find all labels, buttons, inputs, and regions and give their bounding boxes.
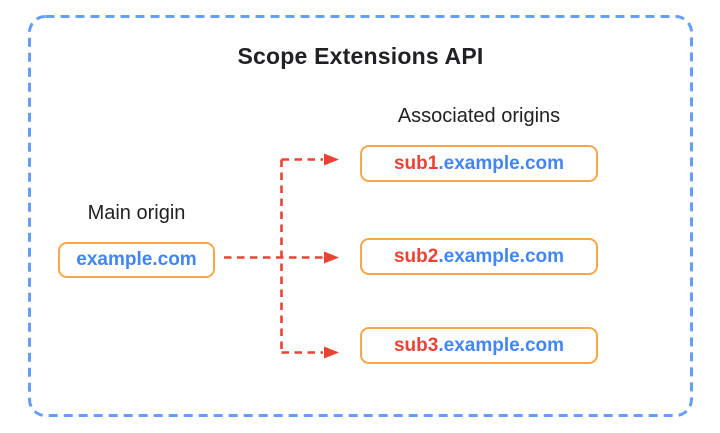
diagram-title: Scope Extensions API: [237, 43, 484, 69]
arrowhead-bottom-icon: [324, 346, 339, 359]
associated-origins-label: Associated origins: [397, 105, 561, 127]
arrowhead-top-icon: [324, 153, 339, 166]
associated-origin-box-sub2: sub2.example.com: [360, 238, 598, 275]
associated-origin-box-sub1: sub1.example.com: [360, 145, 598, 182]
main-origin-box: example.com: [58, 242, 215, 278]
arrowhead-middle-icon: [324, 251, 339, 264]
subdomain-suffix: .example.com: [438, 245, 565, 267]
subdomain-prefix: sub1: [393, 152, 439, 174]
subdomain-suffix: .example.com: [438, 334, 565, 356]
main-origin-domain: example.com: [76, 249, 197, 270]
main-origin-label: Main origin: [87, 202, 186, 224]
outer-dashed-border: [28, 15, 693, 417]
subdomain-suffix: .example.com: [438, 152, 565, 174]
associated-origin-box-sub3: sub3.example.com: [360, 327, 598, 364]
subdomain-prefix: sub2: [393, 245, 439, 267]
subdomain-prefix: sub3: [393, 334, 439, 356]
